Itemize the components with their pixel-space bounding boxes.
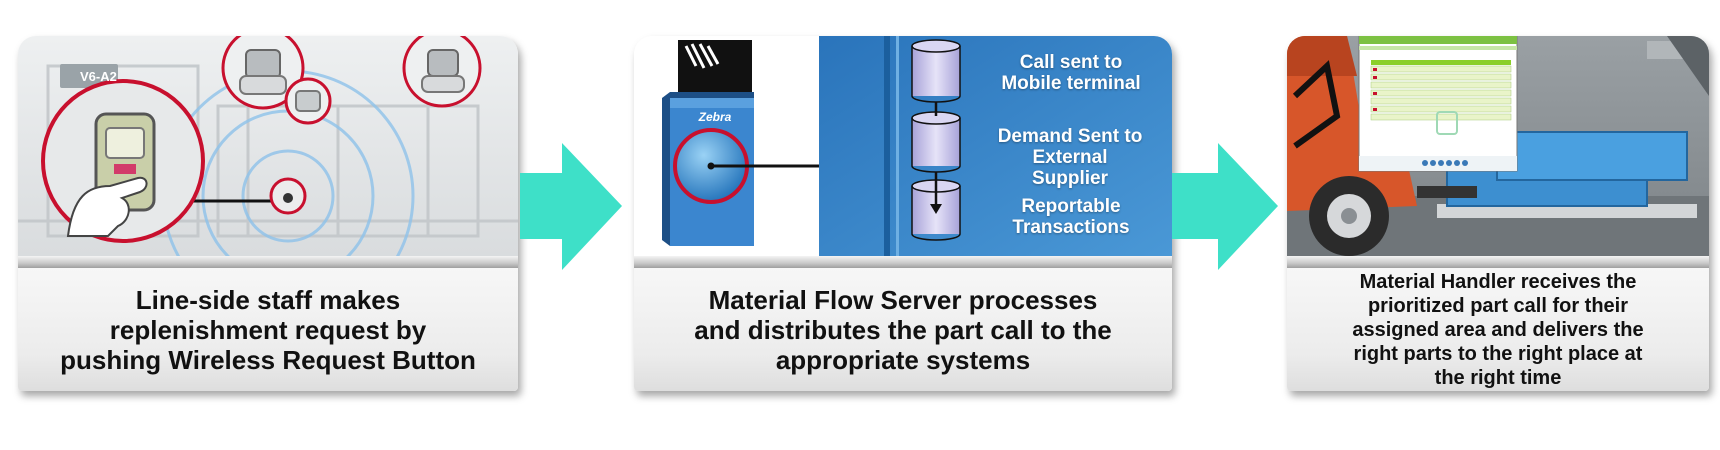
server-caption: Material Flow Server processes and distr… [634,268,1172,391]
server-illustration: Zebra Call sent to Mobile terminal Deman… [634,36,1172,256]
caption-text: Line-side staff makes replenishment requ… [60,284,476,375]
flow-label-mobile: Call sent to Mobile terminal [1001,52,1141,94]
panel-divider [634,256,1172,268]
panel-handler: Material Handler receives the prioritize… [1287,36,1709,391]
station-sign: V6-A2 [80,69,117,84]
panel-divider [18,256,518,268]
handler-illustration [1287,36,1709,256]
flow-label-transactions: Reportable Transactions [1012,196,1130,238]
flow-arrow-2-icon [1172,143,1278,270]
caption-text: Material Flow Server processes and distr… [694,284,1112,375]
panel-request: V6-A2 Line-side staff makes replenishmen… [18,36,518,391]
flow-label-supplier: Demand Sent to External Supplier [997,126,1143,189]
flow-arrow-1-icon [520,143,622,270]
panel-divider [1287,256,1709,268]
request-caption: Line-side staff makes replenishment requ… [18,268,518,391]
zebra-logo: Zebra [698,110,732,124]
request-illustration: V6-A2 [18,36,518,256]
panel-server: Zebra Call sent to Mobile terminal Deman… [634,36,1172,391]
caption-text: Material Handler receives the prioritize… [1352,270,1644,389]
handler-caption: Material Handler receives the prioritize… [1287,268,1709,391]
